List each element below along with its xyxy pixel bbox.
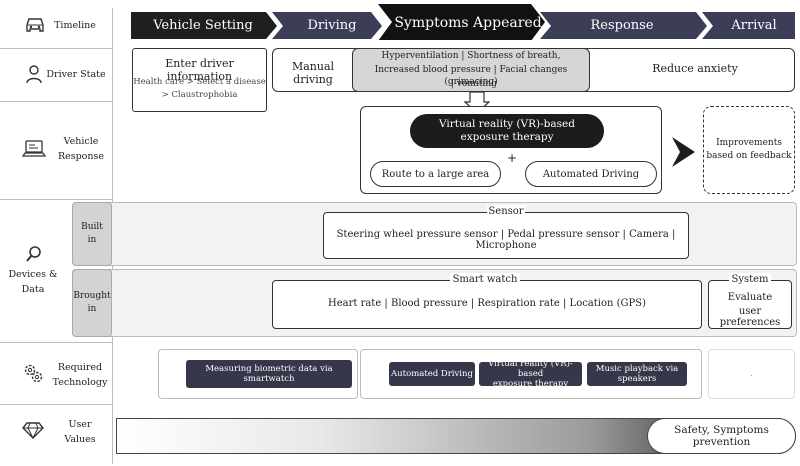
feedback-text: based on feedback [706, 151, 792, 161]
diamond-icon [22, 421, 44, 439]
timeline-label: Driving [307, 18, 357, 33]
brought-in-label: Brought in [72, 269, 112, 337]
symptoms-text: Increased blood pressure | Facial change… [374, 65, 568, 87]
automated-driving-chip: Automated Driving [389, 362, 475, 386]
built-in-label: Built in [72, 202, 112, 266]
row-label-response: Response [57, 151, 105, 162]
feedback-text: Improvements [716, 138, 782, 148]
timeline-label: Vehicle Setting [153, 18, 253, 33]
row-divider [0, 404, 112, 405]
row-label-devices: Devices & [8, 269, 58, 280]
timeline-stage-symptoms [378, 4, 545, 40]
timeline-stage-arrival [702, 12, 795, 39]
timeline-stage-driving [272, 12, 382, 39]
vr-therapy-text: Virtual reality (VR)-based [439, 118, 575, 130]
system-title: System [729, 273, 771, 286]
system-box [708, 280, 792, 329]
music-playback-chip: Music playback via speakers [587, 362, 687, 386]
timeline-label: Arrival [731, 18, 777, 33]
search-icon [25, 245, 43, 263]
row-label-user: User [68, 419, 92, 430]
gears-icon [22, 362, 44, 384]
tech-box-right: . [708, 349, 795, 399]
car-icon [24, 16, 46, 34]
vr-chip-text: exposure therapy [492, 379, 569, 389]
timeline-bar [131, 4, 795, 40]
timeline-label: Symptoms Appeared [394, 14, 542, 31]
right-arrow-icon [672, 137, 695, 167]
driver-info-sub: > Claustrophobia [161, 90, 238, 100]
driver-info-title: Enter driver information [165, 57, 234, 83]
sensor-box [323, 212, 689, 259]
row-divider [0, 199, 112, 200]
sensor-title: Sensor [487, 205, 525, 217]
timeline-stage-vehicle-setting [131, 12, 277, 39]
sensor-list: Steering wheel pressure sensor | Pedal p… [336, 229, 676, 251]
symptoms-text: Hyperventilation | Shortness of breath, [381, 51, 561, 61]
route-pill: Route to a large area [370, 161, 501, 187]
driver-info-box: Enter driver information Health care > S… [132, 48, 267, 112]
row-label-vehicle: Vehicle [63, 136, 99, 147]
system-text: user preferences [719, 306, 781, 328]
built-in-text: Built [81, 222, 103, 232]
row-divider [0, 101, 112, 102]
symptoms-text: | vomiting [451, 79, 497, 89]
row-label-driver-state: Driver State [46, 69, 106, 80]
person-icon [25, 64, 43, 84]
row-divider [0, 48, 112, 49]
timeline-stage-response [540, 12, 707, 39]
brought-in-text: Brought [73, 291, 111, 301]
feedback-box: Improvements based on feedback [703, 106, 795, 194]
vr-therapy-chip: Virtual reality (VR)-based exposure ther… [479, 359, 582, 389]
vr-therapy-text: exposure therapy [460, 131, 554, 143]
music-chip-text: speakers [617, 374, 657, 384]
vr-chip-text: Virtual reality (VR)-based [488, 359, 573, 379]
biometric-chip: Measuring biometric data via smartwatch [186, 360, 352, 388]
vr-therapy-pill: Virtual reality (VR)-based exposure ther… [410, 114, 604, 148]
brought-in-text: in [87, 304, 97, 314]
reduce-anxiety-label: Reduce anxiety [652, 62, 738, 75]
row-label-technology: Technology [52, 377, 108, 388]
smartwatch-box [272, 280, 702, 329]
row-label-required: Required [57, 362, 103, 373]
music-chip-text: Music playback via [595, 364, 679, 374]
system-text: Evaluate [727, 292, 773, 303]
user-values-pill: Safety, Symptoms prevention [647, 418, 796, 454]
row-label-timeline: Timeline [54, 20, 96, 31]
plus-sign: + [506, 151, 518, 165]
automated-driving-pill: Automated Driving [525, 161, 657, 187]
built-in-text: in [87, 235, 97, 245]
row-label-values: Values [64, 434, 96, 445]
laptop-icon [22, 139, 46, 159]
driver-info-sub: Health care > Select a disease [133, 77, 266, 87]
tech-box-right-dot: . [750, 369, 753, 379]
row-label-data: Data [21, 284, 45, 295]
row-divider [0, 342, 112, 343]
manual-driving-label: Manual driving [291, 60, 335, 86]
smartwatch-list: Heart rate | Blood pressure | Respiratio… [327, 298, 646, 309]
smartwatch-title: Smart watch [450, 273, 520, 286]
timeline-label: Response [590, 18, 654, 33]
